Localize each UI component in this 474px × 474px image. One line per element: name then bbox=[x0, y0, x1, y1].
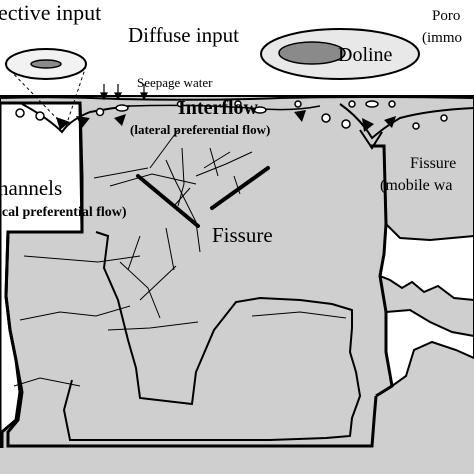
interflow-label: Interflow bbox=[178, 97, 259, 119]
diffuse-input-label: Diffuse input bbox=[128, 23, 239, 47]
center-funnel bbox=[129, 104, 321, 111]
porosity-sub-label: (immo bbox=[422, 30, 462, 46]
epikarst-bubbles bbox=[15, 100, 448, 130]
channels-label: hannels bbox=[0, 176, 62, 200]
seepage-water-label: Seepage water bbox=[137, 75, 213, 90]
right-cave bbox=[378, 221, 474, 302]
channels-sub-label: ical preferential flow) bbox=[0, 205, 127, 220]
fissure-right-sub-label: (mobile wa bbox=[380, 177, 452, 194]
rock-mass bbox=[0, 95, 474, 474]
lower-fissures bbox=[13, 255, 347, 387]
cave-void-lower bbox=[0, 336, 474, 474]
right-funnel bbox=[339, 103, 474, 140]
fissure-network bbox=[93, 129, 253, 319]
concentrated-input-label: ective input bbox=[0, 0, 101, 25]
fissure-center-label: Fissure bbox=[212, 223, 273, 247]
inner-passage bbox=[62, 231, 362, 441]
concentrated-input-sink bbox=[5, 48, 87, 127]
porosity-label: Poro bbox=[432, 8, 460, 24]
flow-arrowheads bbox=[56, 110, 396, 132]
left-funnel bbox=[21, 103, 131, 134]
doline-label: Doline bbox=[338, 44, 393, 66]
doline bbox=[260, 28, 420, 80]
interflow-sub-label: (lateral preferential flow) bbox=[130, 122, 270, 137]
right-funnel-lip bbox=[359, 129, 383, 150]
seepage-arrows bbox=[100, 84, 148, 101]
fissure-right-label: Fissure bbox=[410, 155, 456, 172]
epikarst-surface bbox=[0, 96, 474, 101]
major-fissures bbox=[136, 166, 270, 228]
vertical-shaft bbox=[370, 144, 394, 398]
cave-gallery-outline bbox=[4, 230, 378, 448]
